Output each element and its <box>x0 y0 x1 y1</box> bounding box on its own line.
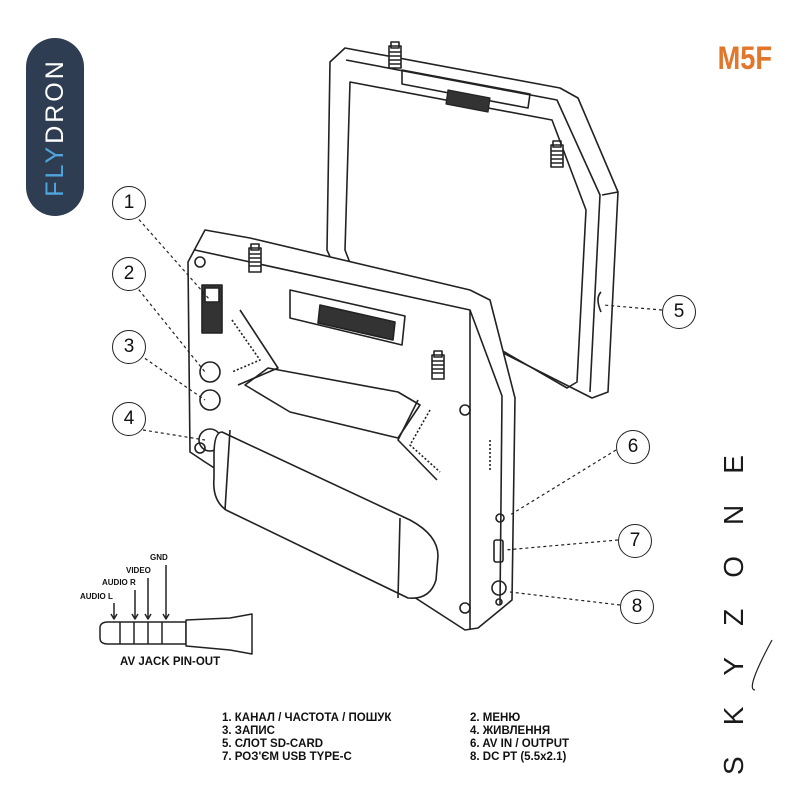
skyzone-logo: S K Y Z O N E <box>710 455 758 775</box>
legend-item-6: 6. AV IN / OUTPUT <box>470 738 570 750</box>
skyzone-letter: K <box>718 706 749 726</box>
callout-2: 2 <box>112 257 146 291</box>
skyzone-letter: Z <box>718 608 749 626</box>
model-name: M5F <box>717 40 772 76</box>
legend-item-1: 1. КАНАЛ / ЧАСТОТА / ПОШУК <box>222 712 392 724</box>
legend-item-5: 5. СЛОТ SD-CARD <box>222 738 324 750</box>
monitor-front-view <box>326 41 619 399</box>
skyzone-letter: E <box>718 455 749 474</box>
monitor-back-view <box>187 229 516 631</box>
brand-logo-background <box>26 38 84 216</box>
callout-1: 1 <box>112 186 146 220</box>
av-pin-video: VIDEO <box>126 566 151 575</box>
skyzone-letter: N <box>718 504 749 525</box>
av-pin-gnd: GND <box>150 553 168 562</box>
av-pinout-title: AV JACK PIN-OUT <box>120 656 221 668</box>
av-pin-audio-l: AUDIO L <box>80 592 113 601</box>
av-pin-audio-r: AUDIO R <box>102 578 136 587</box>
callout-4: 4 <box>112 402 146 436</box>
legend-item-3: 3. ЗАПИС <box>222 725 275 737</box>
legend-item-7: 7. РОЗ'ЄМ USB TYPE-C <box>222 751 352 763</box>
callout-8: 8 <box>620 590 654 624</box>
legend-item-4: 4. ЖИВЛЕННЯ <box>470 725 551 737</box>
callout-3: 3 <box>112 330 146 364</box>
skyzone-letter: S <box>718 756 749 775</box>
av-jack-plug <box>99 565 253 655</box>
callout-5: 5 <box>662 295 696 329</box>
legend-left-column: 1. КАНАЛ / ЧАСТОТА / ПОШУК 3. ЗАПИС 5. С… <box>222 712 391 764</box>
legend-item-2: 2. МЕНЮ <box>470 712 521 724</box>
legend-item-8: 8. DC РТ (5.5x2.1) <box>470 751 567 763</box>
callout-6: 6 <box>616 430 650 464</box>
skyzone-letter: Y <box>718 656 749 676</box>
skyzone-letter: O <box>718 555 749 578</box>
callout-7: 7 <box>618 524 652 558</box>
legend-right-column: 2. МЕНЮ 4. ЖИВЛЕННЯ 6. AV IN / OUTPUT 8.… <box>470 712 569 764</box>
